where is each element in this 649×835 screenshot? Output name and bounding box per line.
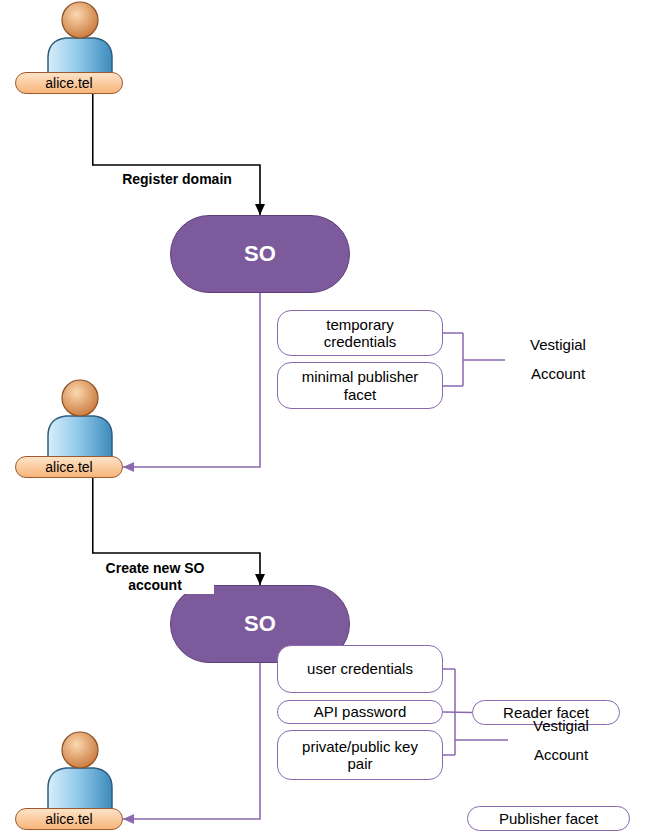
node-text: alice.tel xyxy=(45,75,92,91)
facet-pill: Publisher facet xyxy=(467,806,630,831)
node-text: temporary credentials xyxy=(300,316,420,351)
node-text: alice.tel xyxy=(45,811,92,827)
person-icon xyxy=(48,380,112,466)
domain-pill: alice.tel xyxy=(15,808,123,830)
connector xyxy=(123,663,260,819)
edge-label: Create new SO account xyxy=(96,560,214,594)
node-text: user credentials xyxy=(307,660,413,677)
node-text: Publisher facet xyxy=(499,810,598,827)
connector xyxy=(93,94,260,215)
node-text: SO xyxy=(244,611,276,636)
domain-pill: alice.tel xyxy=(15,72,123,94)
credential-pill: private/public key pair xyxy=(277,730,443,780)
domain-pill: alice.tel xyxy=(15,456,123,478)
node-text: minimal publisher facet xyxy=(300,368,420,403)
node-text: alice.tel xyxy=(45,459,92,475)
node-text: SO xyxy=(244,241,276,266)
credential-pill: user credentials xyxy=(277,645,443,693)
group-label: Vestigial Account xyxy=(511,712,611,769)
node-text: private/public key pair xyxy=(300,738,420,773)
so-box: SO xyxy=(170,215,350,293)
connector xyxy=(123,293,260,467)
edge-label: Register domain xyxy=(122,171,232,188)
group-label: Vestigial Account xyxy=(508,331,608,388)
group-bracket xyxy=(443,333,505,386)
connector xyxy=(443,711,472,713)
credential-pill: API password xyxy=(277,700,443,724)
credential-pill: temporary credentials xyxy=(277,310,443,356)
person-icon xyxy=(48,732,112,818)
facet-pill: minimal publisher facet xyxy=(277,362,443,409)
node-text: API password xyxy=(314,703,407,720)
